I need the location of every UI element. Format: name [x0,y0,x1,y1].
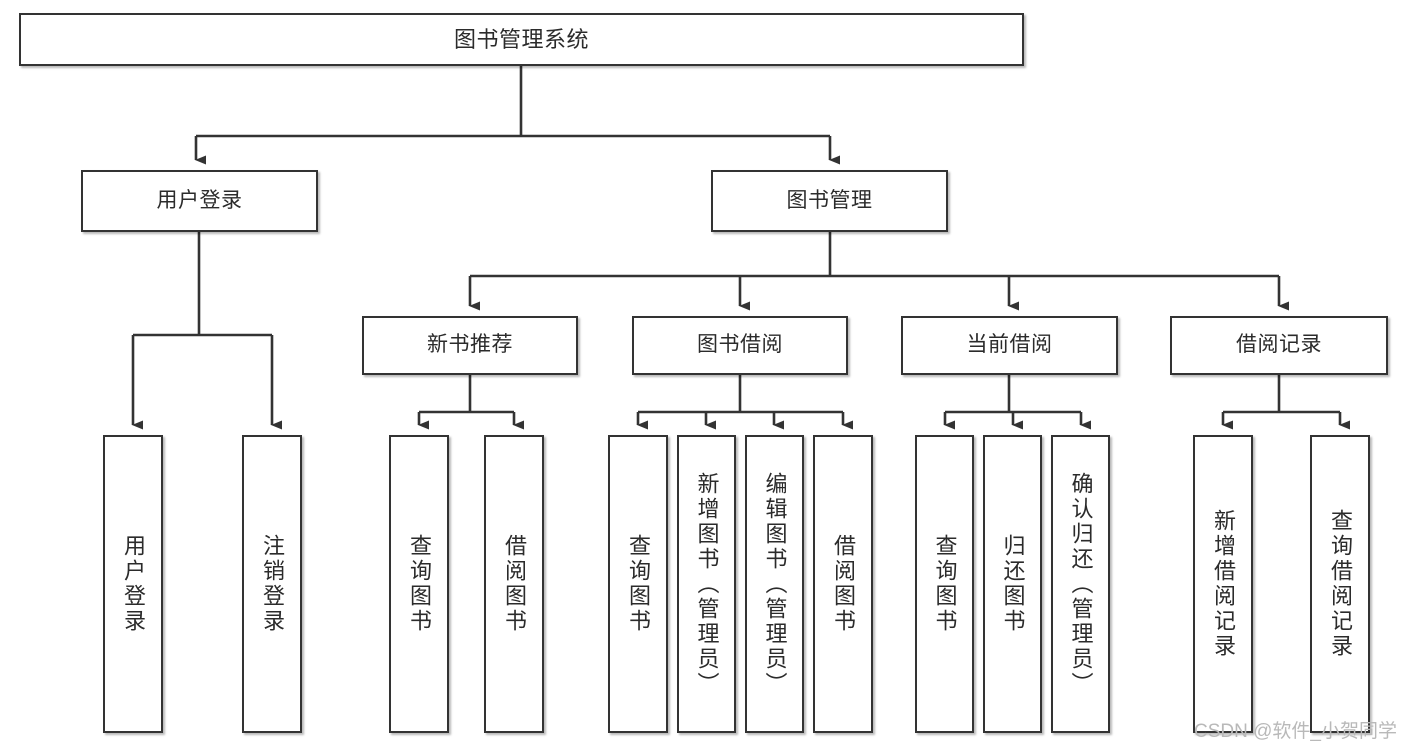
node-root-label: 图书管理系统 [453,26,589,52]
node-leaf-add-record-label: 新增借阅记录 [1211,509,1236,659]
node-leaf-query-record[interactable]: 查询借阅记录 [1310,435,1370,733]
node-leaf-user-login[interactable]: 用户登录 [103,435,163,733]
node-leaf-user-logout-label: 注销登录 [260,534,285,634]
node-new-book-recommend[interactable]: 新书推荐 [362,316,578,375]
node-book-manage-label: 图书管理 [786,188,873,212]
node-leaf-user-login-label: 用户登录 [121,534,146,634]
node-current-borrow[interactable]: 当前借阅 [901,316,1118,375]
node-leaf-borrow-book-rec-label: 借阅图书 [502,534,527,634]
node-leaf-borrow-book-label: 借阅图书 [831,534,856,634]
node-current-borrow-label: 当前借阅 [966,333,1053,357]
node-leaf-borrow-book[interactable]: 借阅图书 [813,435,873,733]
node-leaf-add-record[interactable]: 新增借阅记录 [1193,435,1253,733]
node-root[interactable]: 图书管理系统 [19,13,1024,66]
node-user-login[interactable]: 用户登录 [81,170,318,232]
node-book-manage[interactable]: 图书管理 [711,170,948,232]
node-leaf-edit-book-label: 编辑图书（管理员） [762,471,788,697]
node-leaf-query-book-cur[interactable]: 查询图书 [915,435,974,733]
node-leaf-edit-book[interactable]: 编辑图书（管理员） [745,435,804,733]
node-borrow-record[interactable]: 借阅记录 [1170,316,1388,375]
node-leaf-query-record-label: 查询借阅记录 [1328,509,1353,659]
node-leaf-query-book-rec-label: 查询图书 [407,534,432,634]
node-leaf-query-book-rec[interactable]: 查询图书 [389,435,449,733]
node-user-login-label: 用户登录 [156,188,243,212]
watermark-text: CSDN @软件_小贺同学 [1194,721,1397,742]
node-leaf-query-book-cur-label: 查询图书 [932,534,958,634]
node-new-book-recommend-label: 新书推荐 [427,333,513,357]
node-leaf-add-book-label: 新增图书（管理员） [694,471,720,697]
node-leaf-borrow-book-rec[interactable]: 借阅图书 [484,435,544,733]
node-leaf-query-book-borrow[interactable]: 查询图书 [608,435,668,733]
node-leaf-query-book-borrow-label: 查询图书 [626,534,651,634]
node-leaf-return-book-label: 归还图书 [1000,534,1026,634]
node-leaf-user-logout[interactable]: 注销登录 [242,435,302,733]
node-leaf-confirm-return[interactable]: 确认归还（管理员） [1051,435,1110,733]
node-book-borrow-label: 图书借阅 [697,333,783,357]
node-leaf-confirm-return-label: 确认归还（管理员） [1068,471,1094,697]
node-leaf-return-book[interactable]: 归还图书 [983,435,1042,733]
node-leaf-add-book[interactable]: 新增图书（管理员） [677,435,736,733]
node-borrow-record-label: 借阅记录 [1236,333,1322,357]
node-book-borrow[interactable]: 图书借阅 [632,316,848,375]
